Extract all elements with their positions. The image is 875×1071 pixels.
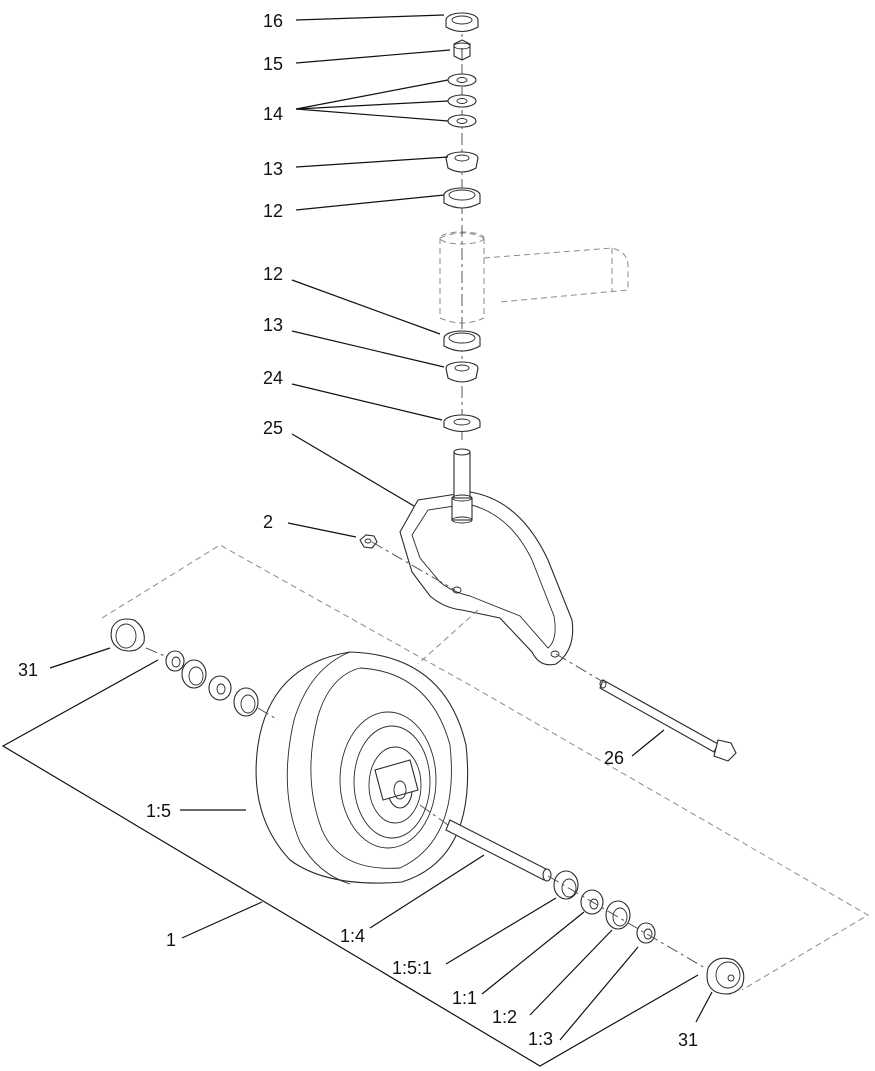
- callout-1-2: 1:2: [492, 1007, 517, 1027]
- axle-bolt: [599, 679, 737, 762]
- bearing-cup-upper: [443, 187, 481, 209]
- bearing-left-2: [233, 687, 259, 717]
- callout-16: 16: [263, 11, 283, 31]
- lock-nut: [359, 534, 378, 549]
- assembly-bracket-1: [1, 659, 699, 1067]
- wheel-axis-right: [419, 804, 449, 826]
- callout-13-upper: 13: [263, 159, 283, 179]
- spacer-cap-right: [706, 957, 745, 995]
- left-axis-a: [145, 647, 166, 657]
- bearing-cone-lower: [445, 361, 479, 383]
- callout-labels: 16 15 14 13 12 12 13 24 25 2 31 26 1:5 1…: [18, 11, 698, 1050]
- callout-12-upper: 12: [263, 201, 283, 221]
- seal-right: [636, 922, 656, 944]
- bearing-right-1: [553, 870, 579, 900]
- bearing-left-1: [181, 659, 207, 689]
- spacer-left: [208, 675, 232, 701]
- nut-axis: [371, 541, 456, 591]
- bearing-right-2: [605, 900, 631, 930]
- callout-1: 1: [166, 930, 176, 950]
- leader-lines: [49, 14, 713, 1041]
- wheel-axle-spacer: [445, 819, 552, 882]
- callout-31-right: 31: [678, 1030, 698, 1050]
- fork-drop-phantom: [417, 609, 479, 665]
- dust-cap: [445, 12, 479, 33]
- washer-stack: [447, 73, 477, 128]
- callout-1-4: 1:4: [340, 926, 365, 946]
- callout-2: 2: [263, 512, 273, 532]
- seal-left: [165, 650, 185, 672]
- bearing-cone-upper: [445, 151, 479, 173]
- callout-14: 14: [263, 104, 283, 124]
- wheel-envelope-phantom: [101, 544, 869, 991]
- jam-nut: [453, 39, 471, 61]
- callout-31-left: 31: [18, 660, 38, 680]
- left-axis-b: [257, 707, 279, 721]
- callout-1-5-1: 1:5:1: [392, 958, 432, 978]
- bolt-axis: [555, 653, 606, 684]
- callout-13-lower: 13: [263, 315, 283, 335]
- callout-12-lower: 12: [263, 264, 283, 284]
- thrust-washer: [443, 414, 481, 433]
- bearing-cup-lower: [443, 330, 481, 352]
- callout-15: 15: [263, 54, 283, 74]
- frame-mount-phantom: [439, 231, 629, 324]
- callout-24: 24: [263, 368, 283, 388]
- right-parts-axis: [547, 875, 706, 969]
- callout-1-3: 1:3: [528, 1029, 553, 1049]
- callout-26: 26: [604, 748, 624, 768]
- wheel-tire: [255, 651, 469, 885]
- spacer-cap-left: [110, 618, 145, 652]
- callout-1-1: 1:1: [452, 988, 477, 1008]
- callout-25: 25: [263, 418, 283, 438]
- callout-1-5: 1:5: [146, 801, 171, 821]
- caster-fork: [399, 491, 574, 666]
- fork-stem: [451, 448, 473, 524]
